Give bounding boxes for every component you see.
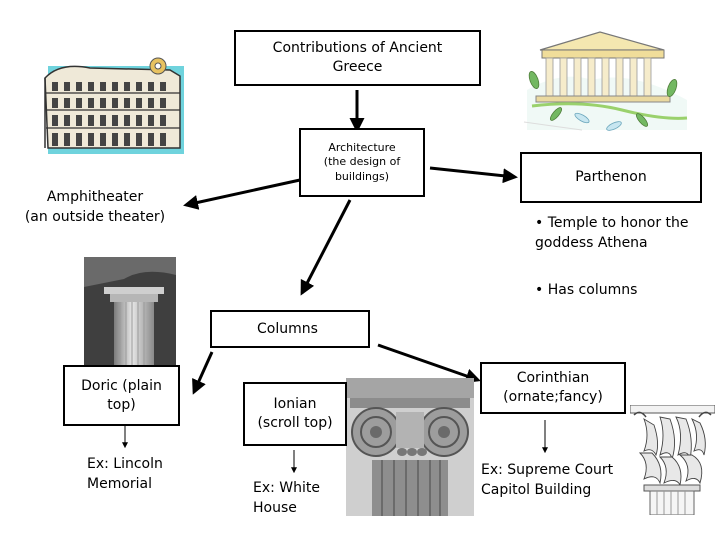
architecture-box: Architecture (the design of buildings)	[299, 128, 425, 197]
corinthian-capital-drawing	[630, 405, 715, 515]
corinthian-box: Corinthian (ornate;fancy)	[480, 362, 626, 414]
amphitheater-label: Amphitheater (an outside theater)	[24, 189, 166, 225]
arrow-architecture-to-columns	[300, 199, 352, 296]
arrow-architecture-to-parthenon	[429, 166, 518, 184]
arrow-architecture-to-amphitheater	[183, 178, 301, 210]
parthenon-box: Parthenon	[520, 152, 702, 203]
ionic-capital-photo	[346, 378, 474, 516]
parthenon-fact-columns: • Has columns	[535, 282, 638, 298]
ionian-example: Ex: White House	[253, 480, 321, 516]
doric-box: Doric (plain top)	[63, 365, 180, 426]
columns-box: Columns	[210, 310, 370, 348]
gear-decoration	[149, 57, 167, 75]
colosseum-illustration	[44, 57, 184, 154]
corinthian-example: Ex: Supreme Court Capitol Building	[481, 462, 614, 498]
title-box: Contributions of Ancient Greece	[234, 30, 481, 86]
arrow-columns-to-corinthian	[377, 343, 481, 384]
doric-example: Ex: Lincoln Memorial	[87, 456, 163, 492]
ionian-box: Ionian (scroll top)	[243, 382, 347, 446]
doric-column-photo	[84, 257, 176, 367]
parthenon-fact-temple: • Temple to honor the goddess Athena	[535, 215, 689, 251]
parthenon-illustration	[523, 31, 688, 131]
arrow-columns-to-doric	[192, 351, 214, 395]
